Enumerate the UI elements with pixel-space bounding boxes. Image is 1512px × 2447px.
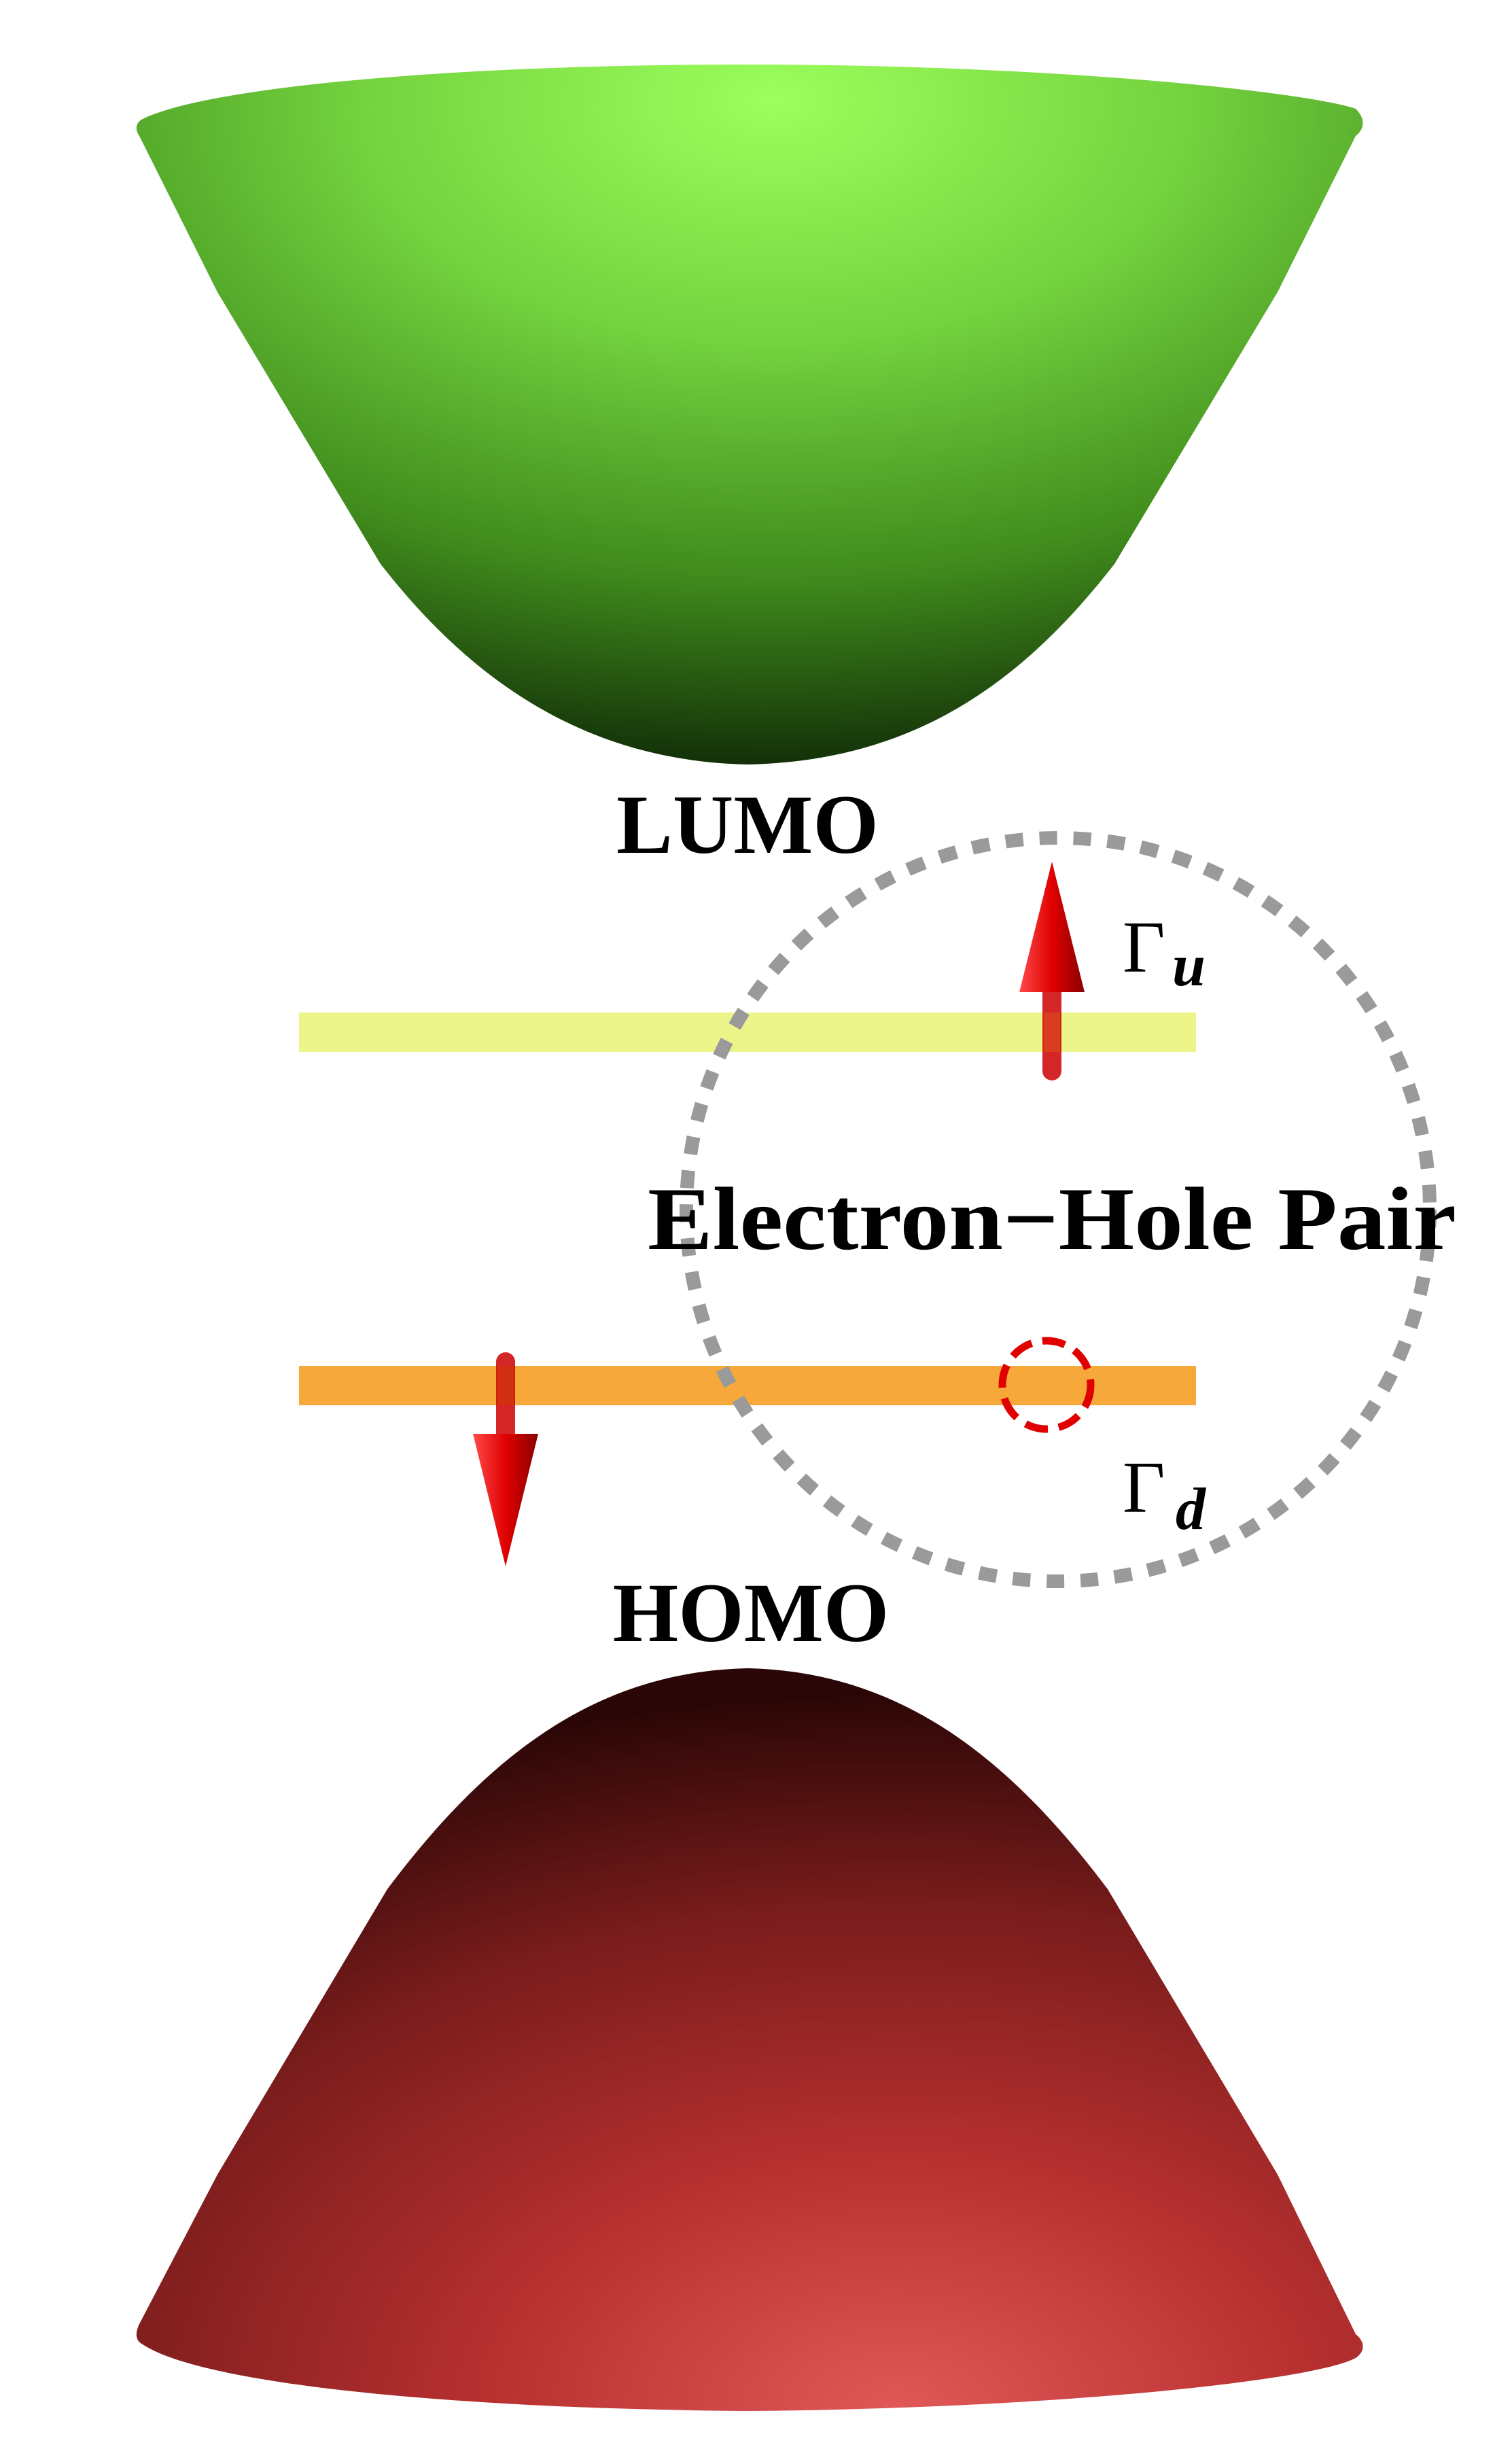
electron-hole-pair-label: Electron−Hole Pair [648,1169,1456,1269]
gamma-u-subscript: u [1172,933,1206,999]
up-arrow-icon [1019,862,1085,1080]
gamma-d-symbol: Γ [1123,1447,1165,1528]
homo-label: HOMO [613,1566,889,1659]
lumo-surface [136,65,1363,764]
down-arrow-icon [473,1352,538,1566]
gamma-u-label: Γ u [1123,907,1206,999]
pair-circle [680,831,1437,1588]
lower-level-band [299,1366,1196,1405]
lumo-label: LUMO [616,778,879,871]
gamma-u-symbol: Γ [1123,907,1165,988]
gamma-d-label: Γ d [1123,1447,1207,1543]
homo-surface [136,1668,1363,2411]
gamma-d-subscript: d [1176,1477,1207,1543]
hole-circle [998,1337,1095,1433]
